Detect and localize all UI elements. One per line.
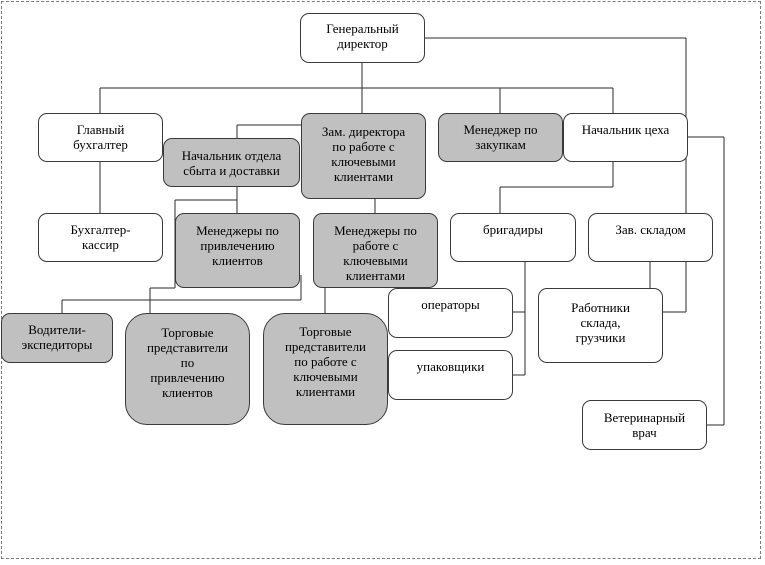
node-cashier-accountant: Бухгалтер- кассир [38, 213, 163, 262]
node-sales-delivery-head: Начальник отдела сбыта и доставки [163, 138, 300, 187]
node-client-acquisition-managers: Менеджеры по привлечению клиентов [175, 213, 300, 288]
node-sales-reps-key-clients: Торговые представители по работе с ключе… [263, 313, 388, 425]
node-foremen: бригадиры [450, 213, 576, 262]
node-sales-reps-acquisition: Торговые представители по привлечению кл… [125, 313, 250, 425]
node-general-director: Генеральный директор [300, 13, 425, 63]
node-workshop-head: Начальник цеха [563, 113, 688, 162]
node-deputy-director-key-clients: Зам. директора по работе с ключевыми кли… [301, 113, 426, 199]
node-chief-accountant: Главный бухгалтер [38, 113, 163, 162]
node-warehouse-workers: Работники склада, грузчики [538, 288, 663, 363]
node-warehouse-head: Зав. складом [588, 213, 713, 262]
node-purchasing-manager: Менеджер по закупкам [438, 113, 563, 162]
node-operators: операторы [388, 288, 513, 338]
node-key-client-managers: Менеджеры по работе с ключевыми клиентам… [313, 213, 438, 288]
node-veterinarian: Ветеринарный врач [582, 400, 707, 450]
node-packers: упаковщики [388, 350, 513, 400]
node-forwarding-drivers: Водители- экспедиторы [1, 313, 113, 363]
